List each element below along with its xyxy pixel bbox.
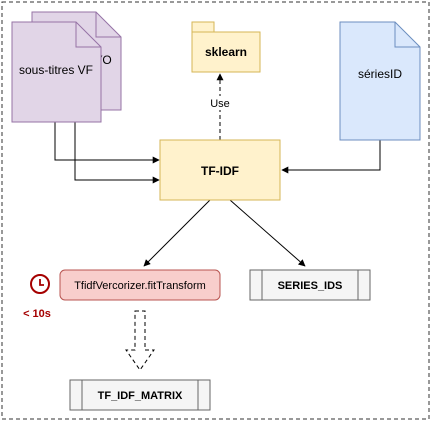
file-vf[interactable]: sous-titres VF (11, 21, 102, 123)
edge-series-to-tfidf (281, 140, 381, 174)
edge-use-label-bg (207, 96, 233, 110)
clock-icon (30, 274, 50, 294)
output-tfidf-matrix-label: TF_IDF_MATRIX (98, 390, 183, 402)
edge-vf-to-tfidf-lower (74, 122, 160, 184)
edge-tfidf-to-series-ids (229, 199, 306, 267)
timer-label: < 10s (23, 308, 51, 320)
process-tfidf-label: TF-IDF (201, 164, 239, 178)
edge-use-label: Use (210, 98, 230, 110)
file-vf-label: sous-titres VF (19, 63, 93, 77)
method-fit-transform-label: TfidfVercorizer.fitTransform (74, 280, 206, 292)
package-sklearn-label: sklearn (205, 45, 247, 59)
file-series-id-label: sériesID (358, 67, 402, 81)
method-fit-transform[interactable]: TfidfVercorizer.fitTransform (59, 269, 221, 301)
process-tfidf[interactable]: TF-IDF (159, 139, 281, 201)
output-series-ids[interactable]: SERIES_IDS (249, 269, 371, 301)
file-series-id[interactable]: sériesID (339, 21, 421, 141)
output-series-ids-label: SERIES_IDS (278, 280, 343, 292)
edge-vf-to-tfidf-upper (54, 122, 160, 164)
output-tfidf-matrix[interactable]: TF_IDF_MATRIX (69, 379, 211, 411)
package-sklearn[interactable]: sklearn (191, 21, 261, 73)
edge-method-to-matrix (125, 310, 155, 371)
edge-tfidf-to-method (143, 199, 211, 267)
